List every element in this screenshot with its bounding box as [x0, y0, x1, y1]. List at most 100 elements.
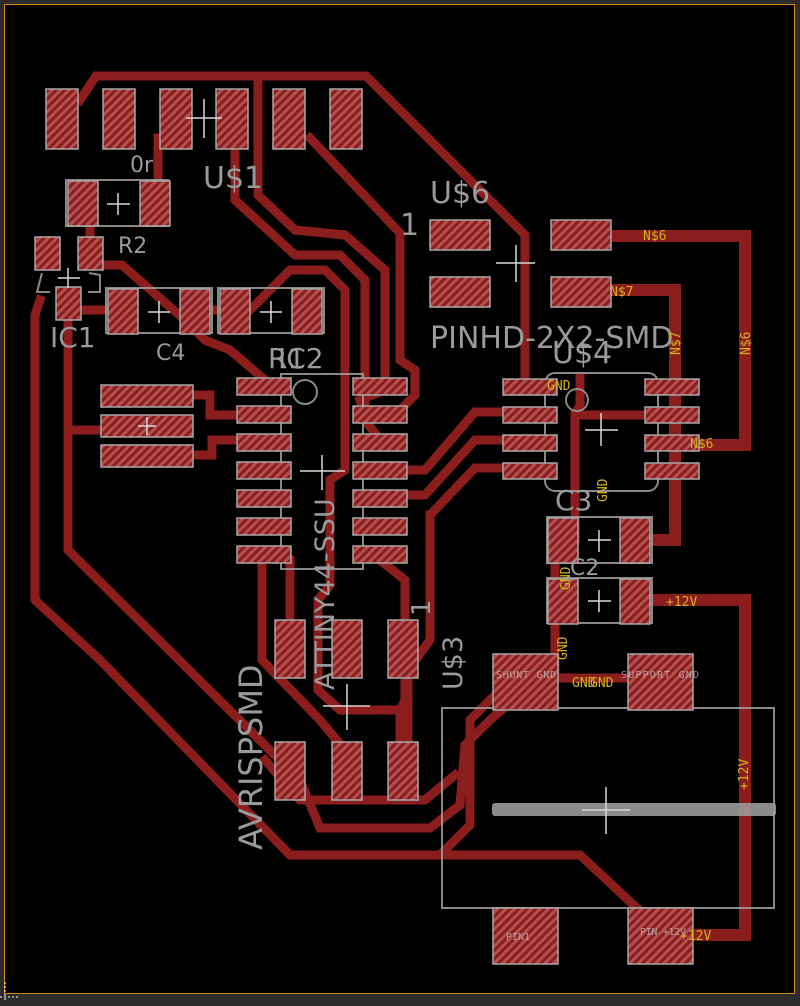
pad[interactable] — [502, 378, 558, 396]
pad-pin-12v[interactable] — [627, 907, 694, 965]
pad[interactable] — [215, 88, 249, 150]
pad[interactable] — [159, 88, 193, 150]
trace — [415, 850, 662, 932]
trace — [243, 265, 350, 545]
pad[interactable] — [502, 462, 558, 480]
net-label: N$6 — [643, 229, 666, 244]
trace — [400, 435, 515, 500]
trace — [185, 390, 250, 420]
ic2-left-pads — [236, 377, 292, 564]
trace — [30, 294, 507, 860]
pad[interactable] — [547, 578, 579, 625]
pad[interactable] — [102, 88, 136, 150]
regulator-footprint — [100, 384, 194, 468]
pad[interactable] — [55, 286, 82, 321]
pad[interactable] — [236, 517, 292, 536]
pad[interactable] — [329, 88, 363, 150]
pad[interactable] — [352, 461, 408, 480]
pad[interactable] — [502, 406, 558, 424]
pad[interactable] — [274, 619, 306, 679]
us3-label: U$3 — [438, 636, 469, 690]
pad[interactable] — [387, 741, 419, 801]
pad[interactable] — [236, 545, 292, 564]
trace — [185, 435, 250, 460]
pad[interactable] — [107, 288, 139, 335]
pad[interactable] — [429, 219, 491, 251]
pad[interactable] — [547, 517, 579, 564]
c4-label: C4 — [156, 341, 185, 366]
net-label: N$7 — [610, 285, 633, 300]
pad-label-pin1: PIN1 — [506, 932, 530, 943]
pad[interactable] — [67, 180, 99, 227]
pad[interactable] — [272, 88, 306, 150]
pad[interactable] — [77, 236, 104, 271]
pad[interactable] — [550, 219, 612, 251]
pad[interactable] — [139, 180, 171, 227]
r2-footprint: 0r R2 — [65, 153, 171, 259]
pad[interactable] — [219, 288, 251, 335]
pad[interactable] — [619, 578, 651, 625]
pad[interactable] — [331, 619, 363, 679]
net-label: GND — [559, 566, 574, 590]
r2-value: 0r — [130, 153, 154, 178]
pad[interactable] — [352, 545, 408, 564]
c3-footprint: C3 — [546, 484, 653, 564]
pad[interactable] — [236, 489, 292, 508]
pad[interactable] — [644, 434, 700, 452]
pad[interactable] — [45, 88, 79, 150]
traces — [30, 71, 751, 941]
net-label: +12V — [680, 929, 711, 944]
pad-label-support: SUPPORT GND — [621, 670, 699, 681]
net-label: +12V — [737, 759, 752, 790]
pad-pin1[interactable] — [492, 907, 559, 965]
net-label: GND — [556, 636, 571, 660]
pad[interactable] — [100, 444, 194, 468]
net-label: GND — [596, 478, 611, 502]
pad[interactable] — [352, 433, 408, 452]
r2-label: R2 — [118, 234, 147, 259]
us1-footprint: U$1 — [45, 88, 363, 196]
pad[interactable] — [274, 741, 306, 801]
pad[interactable] — [644, 406, 700, 424]
us6-footprint: U$6 1 PINHD-2X2-SMD — [400, 176, 673, 356]
pad-support-gnd[interactable] — [627, 653, 694, 711]
trace — [604, 230, 751, 451]
pad[interactable] — [236, 405, 292, 424]
pad[interactable] — [387, 619, 419, 679]
c4-footprint: C4 — [105, 287, 213, 366]
pad[interactable] — [100, 384, 194, 408]
pad[interactable] — [429, 276, 491, 308]
net-labels: N$6 N$7 N$7 N$6 N$6 GND GND GND GND GND … — [547, 229, 754, 944]
net-label: GND — [572, 676, 596, 691]
pad-shunt-gnd[interactable] — [492, 653, 559, 711]
us6-value: PINHD-2X2-SMD — [430, 321, 673, 356]
pad[interactable] — [352, 517, 408, 536]
net-label: N$7 — [669, 332, 684, 355]
pad[interactable] — [644, 378, 700, 396]
pad[interactable] — [352, 489, 408, 508]
pad[interactable] — [619, 517, 651, 564]
pad[interactable] — [644, 462, 700, 480]
pad[interactable] — [331, 741, 363, 801]
us6-label: U$6 — [430, 176, 490, 211]
pad[interactable] — [502, 434, 558, 452]
pad[interactable] — [291, 288, 323, 335]
us3-value: AVRISPSMD — [232, 664, 270, 850]
pad[interactable] — [352, 405, 408, 424]
pad[interactable] — [179, 288, 211, 335]
net-label: N$6 — [690, 437, 713, 452]
net-label: N$6 — [739, 332, 754, 355]
pad[interactable] — [550, 276, 612, 308]
pad[interactable] — [352, 377, 408, 396]
pad[interactable] — [236, 433, 292, 452]
power-jack-footprint: SHUNT GND SUPPORT GND PIN1 PIN +12V — [441, 653, 776, 965]
pad[interactable] — [34, 236, 61, 271]
trace — [400, 407, 515, 475]
pad[interactable] — [236, 461, 292, 480]
trace — [403, 510, 435, 750]
pad[interactable] — [236, 377, 292, 396]
origin-marker — [0, 982, 20, 1000]
net-label: GND — [547, 379, 571, 394]
trace — [303, 131, 420, 417]
